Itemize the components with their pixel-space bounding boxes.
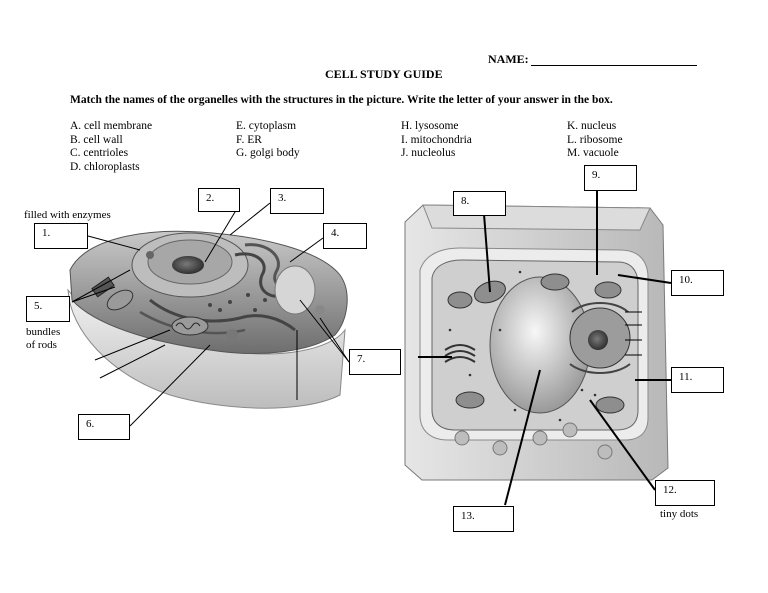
answer-key-column-1: A. cell membrane B. cell wall C. centrio… [70, 120, 152, 174]
answer-key-column-3: H. lysosome I. mitochondria J. nucleolus [401, 120, 472, 161]
answer-box-12[interactable]: 12. [655, 480, 715, 506]
answer-option: M. vacuole [567, 147, 619, 159]
note-dots: tiny dots [660, 508, 699, 520]
box-number: 7. [357, 353, 366, 365]
box-number: 6. [86, 418, 95, 430]
box-number: 2. [206, 192, 215, 204]
note-enzymes: filled with enzymes [24, 209, 111, 221]
answer-option: I. mitochondria [401, 133, 472, 146]
answer-box-4[interactable]: 4. [323, 223, 367, 249]
leader-lines [71, 191, 672, 506]
box-number: 10. [679, 274, 693, 286]
box-number: 1. [42, 227, 51, 239]
box-number: 4. [331, 227, 340, 239]
answer-option: L. ribosome [567, 133, 623, 146]
answer-key-column-4: K. nucleus L. ribosome M. vacuole [567, 120, 623, 161]
answer-option: H. lysosome [401, 120, 459, 132]
answer-box-2[interactable]: 2. [198, 188, 240, 212]
plant-cell-illustration [404, 204, 669, 481]
answer-option: C. centrioles [70, 147, 129, 159]
box-number: 8. [461, 195, 470, 207]
answer-option: D. chloroplasts [70, 160, 140, 173]
answer-box-9[interactable]: 9. [584, 165, 637, 191]
answer-box-13[interactable]: 13. [453, 506, 514, 532]
page-title: CELL STUDY GUIDE [325, 67, 443, 81]
answer-option: K. nucleus [567, 120, 617, 132]
note-rods: bundles of rods [26, 326, 61, 351]
answer-option: G. golgi body [236, 147, 300, 159]
box-number: 11. [679, 371, 693, 383]
instructions: Match the names of the organelles with t… [70, 94, 613, 106]
answer-box-6[interactable]: 6. [78, 414, 130, 440]
box-number: 5. [34, 300, 43, 312]
name-line[interactable] [531, 65, 697, 66]
answer-box-5[interactable]: 5. [26, 296, 70, 322]
answer-option: E. cytoplasm [236, 120, 297, 132]
name-label: NAME: [488, 52, 529, 66]
answer-box-1[interactable]: 1. [34, 223, 88, 249]
answer-box-3[interactable]: 3. [270, 188, 324, 214]
box-number: 9. [592, 169, 601, 181]
answer-box-11[interactable]: 11. [671, 367, 724, 393]
box-number: 12. [663, 484, 677, 496]
answer-box-10[interactable]: 10. [671, 270, 724, 296]
answer-option: B. cell wall [70, 133, 123, 146]
answer-option: F. ER [236, 133, 262, 146]
answer-box-8[interactable]: 8. [453, 191, 506, 216]
answer-key-column-2: E. cytoplasm F. ER G. golgi body [236, 120, 300, 161]
answer-option: J. nucleolus [401, 147, 456, 159]
box-number: 3. [278, 192, 287, 204]
box-number: 13. [461, 510, 475, 522]
answer-option: A. cell membrane [70, 120, 153, 132]
answer-box-7[interactable]: 7. [349, 349, 401, 375]
